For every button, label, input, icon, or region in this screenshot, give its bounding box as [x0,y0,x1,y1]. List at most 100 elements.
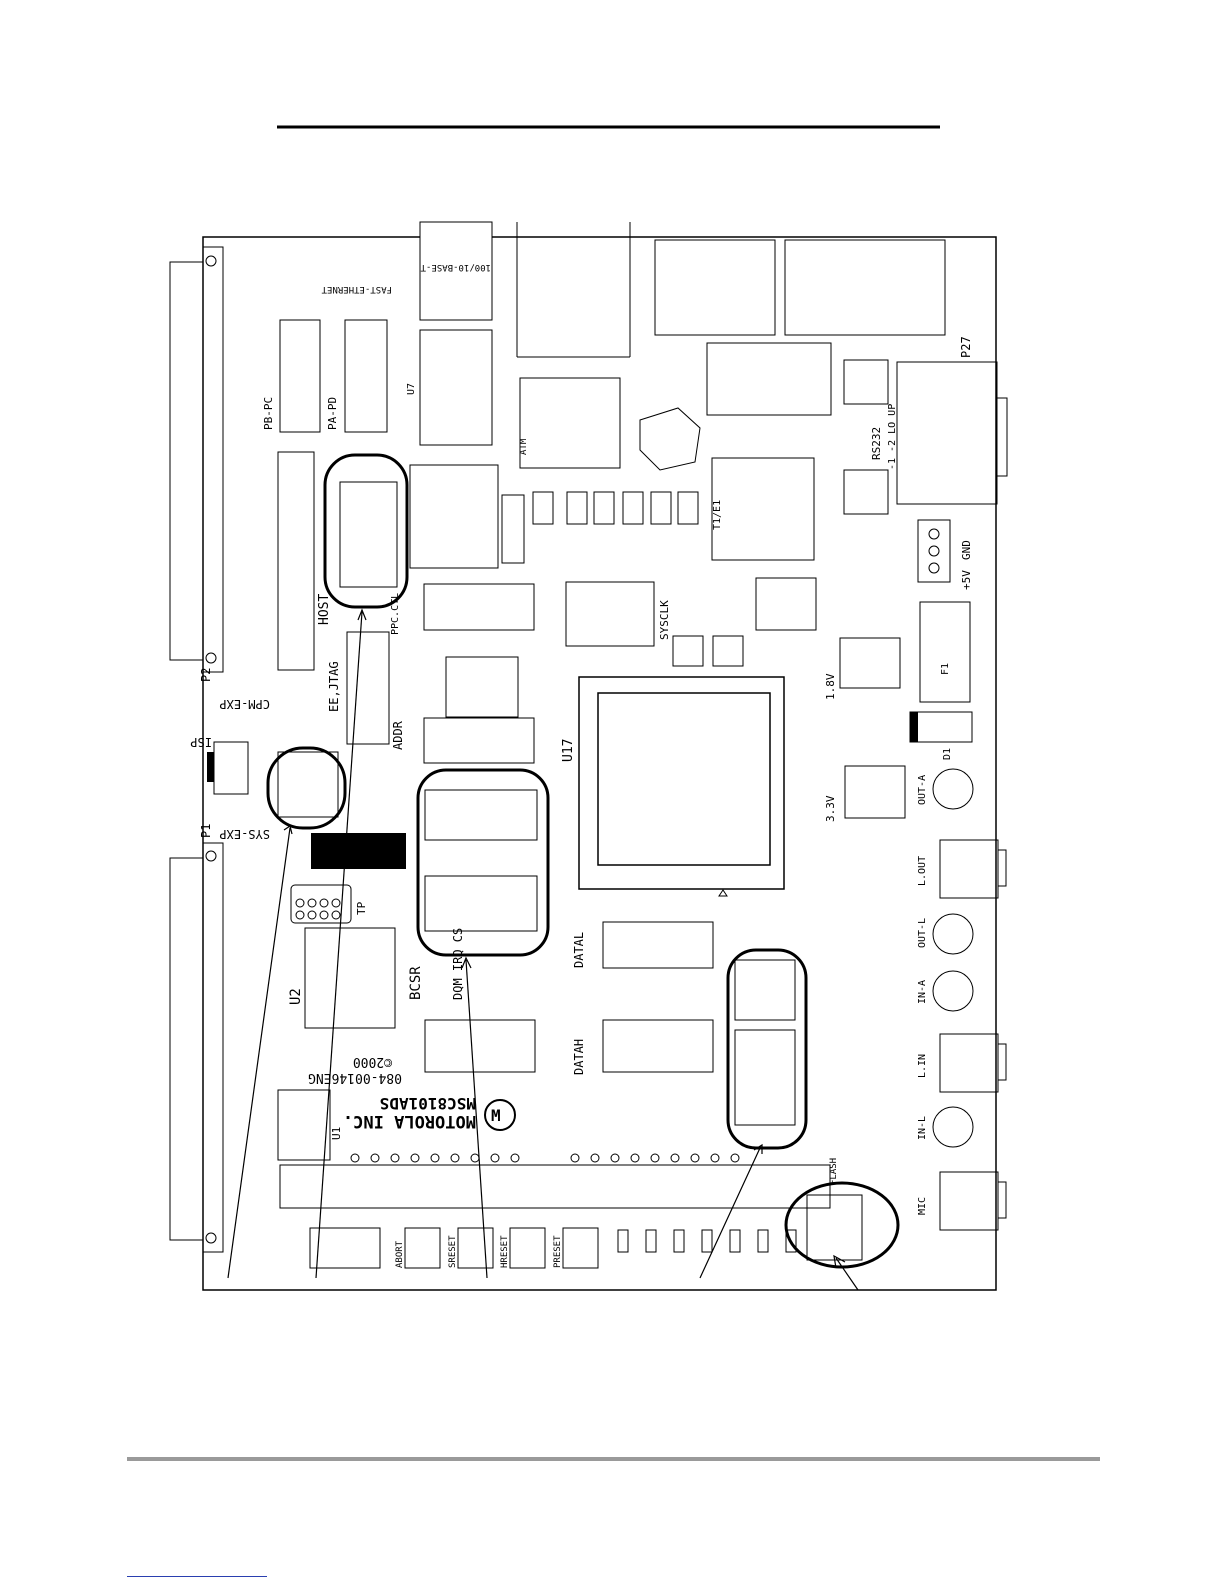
svg-text:+5V: +5V [960,570,973,590]
p1-label: P1 [199,824,213,838]
y1-crystal [501,494,525,564]
callout-boot-dip [726,948,808,1150]
svg-text:U17: U17 [561,739,576,762]
in-a-label: IN-A [917,980,928,1004]
p2-label: P2 [199,668,213,682]
header-p8 [424,1019,536,1073]
svg-text:GND: GND [960,540,973,560]
u2-bcsr: U2 BCSR [288,927,424,1029]
sysclk-label: SYSCLK [658,600,671,640]
black-marking [311,833,406,869]
u26-chip [706,342,832,416]
p27-label: P27 [959,336,973,358]
rs232-connector [896,361,998,505]
footer-rule [127,1457,1100,1461]
part-number-text: 084-00146ENG [308,1070,402,1085]
abort-button [404,1227,441,1269]
v33-label: 3.3V [824,795,837,822]
sreset-label: SRESET [448,1235,458,1268]
datal-label: DATAL [572,932,586,968]
l-out-label: L.OUT [917,856,928,886]
u7-label: U7 [406,383,417,395]
p15-connector [672,635,704,667]
t1e1-2-jack [784,239,946,336]
rs232-label: RS232 [870,427,883,460]
t1e1-label: T1/E1 [712,500,723,530]
flash-label: FLASH [829,1158,839,1185]
u17-processor: U17 [561,676,785,897]
tp-header: TP [290,884,368,924]
copyright-text: ©2000 [353,1054,392,1069]
svg-text:BCSR: BCSR [408,966,424,1000]
header-p10 [423,717,535,764]
sw-flash [806,1194,863,1261]
callout-leaders [227,608,859,1291]
svg-text:PB-PC: PB-PC [262,397,275,430]
callout-memory [416,768,550,957]
ppc-ctl-label: PPC.CTL [390,593,401,635]
p9-header [309,1227,381,1269]
mic-label: MIC [917,1197,928,1215]
u23-chip [639,407,701,471]
bottom-pin-row [350,1153,740,1163]
u14-atm-chip [519,377,621,469]
sys-exp-label: SYS-EXP [219,827,270,841]
ethernet-jack [419,221,493,321]
svg-text:EE,JTAG: EE,JTAG [327,661,341,712]
svg-text:PA-PD: PA-PD [326,397,339,430]
sys-exp-connector [169,842,224,1253]
svg-text:TP: TP [355,901,368,915]
u6-chip [409,464,499,569]
small-ics-row [532,491,699,525]
u33-regulator [844,765,906,819]
callout-hardreset [266,746,347,830]
out-a-label: OUT-A [917,775,928,805]
fast-ethernet-label: FAST-ETHERNET [321,284,392,294]
header-host: HOST [277,451,332,671]
datah-label: DATAH [572,1039,586,1075]
t1e1-framer [711,457,815,561]
svg-text:ISP: ISP [190,735,212,749]
abort-label: ABORT [395,1240,405,1268]
u24-chip [755,577,817,631]
p16-connector [712,635,744,667]
svg-text:HOST: HOST [317,594,332,625]
svg-text:U1: U1 [330,1127,343,1140]
header-datal [602,921,714,969]
model-text: MSC8101ADS [380,1094,476,1113]
u32-regulator [839,637,901,689]
sw-memory-lower [424,875,538,932]
v18-label: 1.8V [824,673,837,700]
f1-fuse [919,601,971,703]
u5-chip [445,656,519,718]
u7-chip [419,329,493,446]
atm-label: ATM [519,438,529,455]
ethernet-label: 100/10-BASE-T [420,262,491,272]
hreset-button [509,1227,546,1269]
callout-flash [784,1181,900,1269]
sw-memory-upper [424,789,538,841]
d1-label: D1 [942,748,953,760]
power-jack: GND +5V [917,519,973,590]
sreset-button [457,1227,494,1269]
rs232-switch-label: -1 -2 LO UP [887,404,898,470]
footer-link-underline [127,1576,267,1577]
u1-chip: U1 [277,1089,343,1161]
preset-label: PRESET [553,1235,563,1268]
header-pa-pd: PA-PD [326,319,388,433]
sw-host-config [339,481,398,588]
in-l-label: IN-L [917,1116,928,1140]
dqm-label: DQM IRQ CS [451,928,465,1000]
board-outline [202,236,997,1291]
header-ppc-ctl [423,583,535,631]
manufacturer-text: MOTOROLA INC. [343,1111,476,1131]
d1-diode [909,711,973,743]
u30-chip [843,469,889,515]
svg-text:U2: U2 [288,988,304,1005]
header-ee-jtag: EE,JTAG ADDR [327,631,405,750]
sw-block-upper [734,959,796,1021]
cpm-exp-connector [169,246,224,673]
u3-oscillator [565,581,655,647]
